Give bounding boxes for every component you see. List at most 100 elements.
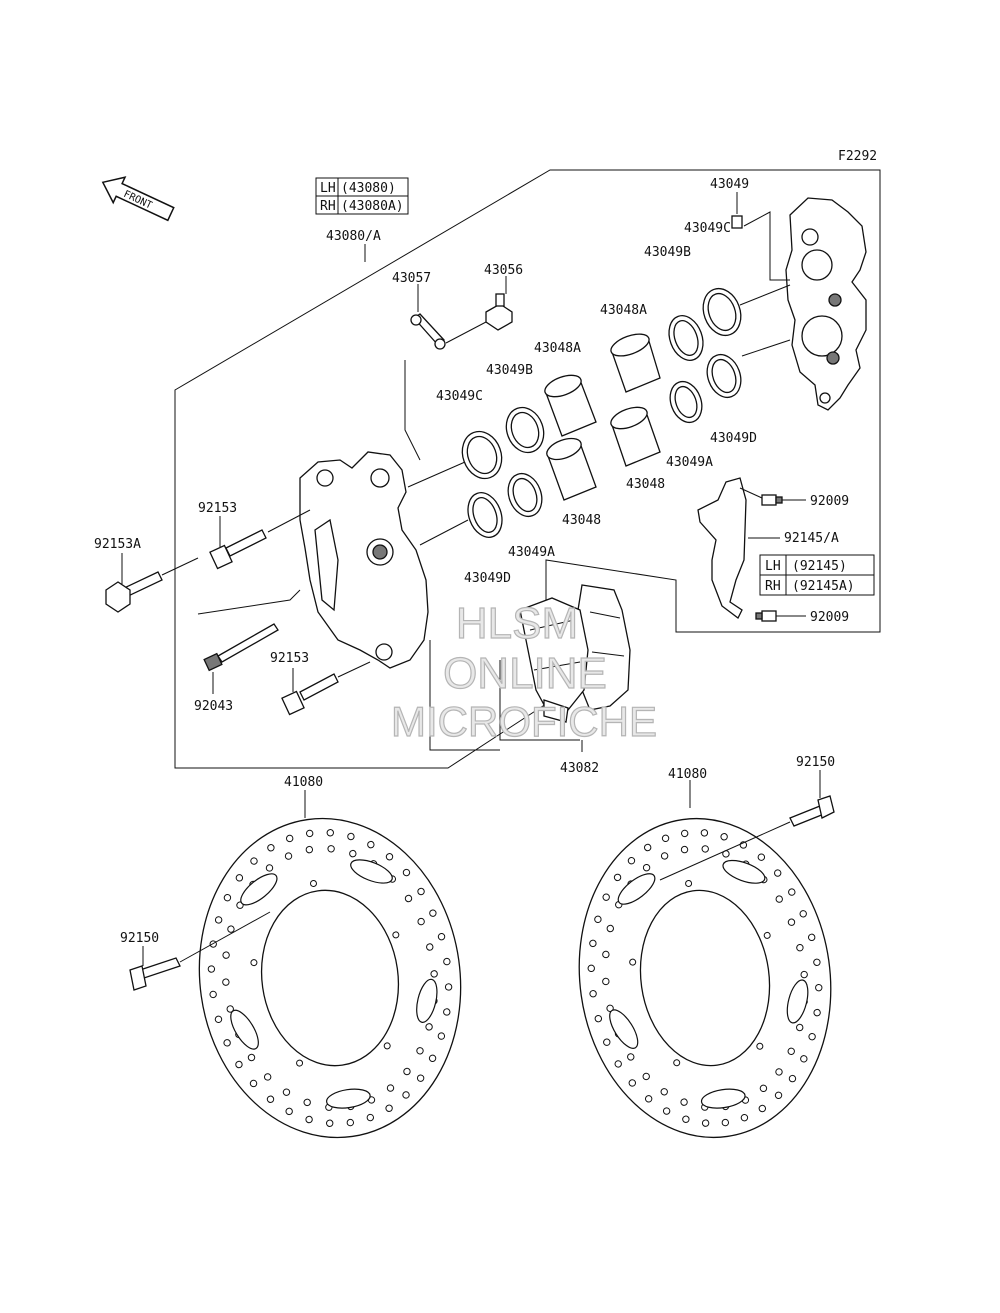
- label-43049b-right: 43049B: [644, 245, 691, 260]
- disc-hole: [589, 939, 597, 948]
- disc-hole: [327, 845, 335, 853]
- disc-hole: [207, 965, 216, 973]
- disc-hole: [265, 864, 274, 872]
- disc-hole: [813, 958, 821, 966]
- label-92009-lower: 92009: [810, 610, 849, 625]
- disc-hole: [222, 951, 230, 959]
- disc-hole: [800, 1055, 808, 1063]
- seal-set-left: [461, 406, 545, 538]
- caliper-inner-half: [299, 451, 429, 669]
- disc-hole: [796, 1023, 804, 1032]
- disc-hole: [444, 983, 453, 991]
- disc-hole: [701, 845, 709, 853]
- disc-hole: [815, 983, 823, 992]
- disc-hole: [642, 1072, 650, 1081]
- caliper-variant-table: LH (43080) RH (43080A): [315, 177, 409, 215]
- disc-hole: [775, 895, 783, 903]
- disc-hole: [606, 924, 614, 933]
- disc-hole: [404, 894, 413, 903]
- disc-hole: [807, 933, 816, 942]
- disc-hole: [774, 1091, 783, 1100]
- disc-hole: [799, 910, 807, 918]
- label-43049d-right: 43049D: [710, 431, 757, 446]
- label-43048a-right: 43048A: [600, 303, 647, 318]
- label-43049c-right: 43049C: [684, 221, 731, 236]
- label-43056: 43056: [484, 263, 523, 278]
- bolt-92153a: [105, 571, 163, 613]
- screw-92009-lower: [755, 610, 777, 622]
- label-92150-right: 92150: [796, 755, 835, 770]
- disc-hole: [642, 863, 651, 872]
- screw-92009-upper: [761, 494, 783, 506]
- seal-set-right: [668, 287, 742, 424]
- label-92153a: 92153A: [94, 537, 141, 552]
- disc-hole: [209, 990, 217, 999]
- label-41080-right: 41080: [668, 767, 707, 782]
- disc-bolt-hole: [685, 879, 693, 887]
- disc-hole: [428, 1054, 437, 1063]
- label-43048a-left: 43048A: [534, 341, 581, 356]
- disc-bolt-hole: [392, 931, 400, 939]
- disc-hole: [385, 1104, 393, 1112]
- disc-hole: [627, 1053, 635, 1061]
- disc-hole: [759, 1084, 768, 1093]
- caliper-assembly-outline: [174, 169, 881, 769]
- disc-hole: [788, 888, 796, 896]
- disc-hole: [235, 1060, 243, 1069]
- disc-hole: [227, 925, 235, 933]
- disc-hole: [680, 829, 689, 838]
- label-92150-left: 92150: [120, 931, 159, 946]
- label-43049b-left: 43049B: [486, 363, 533, 378]
- disc-hole: [589, 990, 597, 998]
- disc-hole: [443, 1008, 451, 1016]
- label-43048-right: 43048: [626, 477, 665, 492]
- disc-hole: [417, 887, 425, 896]
- disc-hole: [603, 1038, 611, 1046]
- disc-hole: [613, 873, 622, 882]
- disc-hole: [403, 1067, 411, 1076]
- label-43082: 43082: [560, 761, 599, 776]
- brake-pad-set: [519, 584, 631, 723]
- watermark-line2: ONLINE: [443, 649, 607, 698]
- disc-hole: [223, 893, 232, 902]
- disc-bolt-hole: [756, 1042, 764, 1050]
- bracket-variant-part: (92145): [792, 559, 847, 574]
- bolt-92153-upper: [209, 529, 267, 570]
- disc-hole: [285, 834, 294, 843]
- label-caliper-assy: 43080/A: [326, 229, 381, 244]
- watermark-line3: MICROFICHE: [391, 698, 657, 745]
- disc-hole: [662, 1107, 671, 1115]
- disc-hole: [267, 844, 275, 852]
- disc-hole: [660, 1088, 668, 1096]
- label-43057: 43057: [392, 271, 431, 286]
- disc-hole: [385, 853, 394, 861]
- disc-hole: [305, 829, 314, 838]
- disc-slot: [722, 859, 766, 884]
- label-92153-lower: 92153: [270, 651, 309, 666]
- disc-hole: [627, 856, 636, 865]
- disc-hole: [266, 1095, 275, 1103]
- disc-hole: [680, 1098, 688, 1106]
- disc-hole: [214, 1015, 223, 1024]
- disc-bolt-left: [129, 957, 181, 991]
- disc-hole: [700, 829, 709, 837]
- disc-hole: [235, 874, 244, 882]
- disc-hole: [349, 849, 357, 858]
- disc-hole: [437, 1032, 446, 1040]
- disc-hole: [366, 1113, 375, 1122]
- disc-hole: [800, 970, 808, 979]
- disc-hole: [643, 843, 652, 852]
- bolt-92153-lower: [281, 673, 339, 716]
- disc-hole: [602, 893, 610, 901]
- disc-bolt-hole: [763, 931, 771, 939]
- disc-hole: [429, 909, 437, 917]
- disc-hole: [602, 977, 610, 986]
- label-41080-left: 41080: [284, 775, 323, 790]
- disc-hole: [443, 957, 451, 966]
- disc-hole: [214, 916, 223, 924]
- disc-hole: [249, 1079, 258, 1088]
- disc-hole: [614, 1060, 622, 1068]
- disc-hole: [285, 1107, 293, 1116]
- disc-hole: [367, 840, 375, 849]
